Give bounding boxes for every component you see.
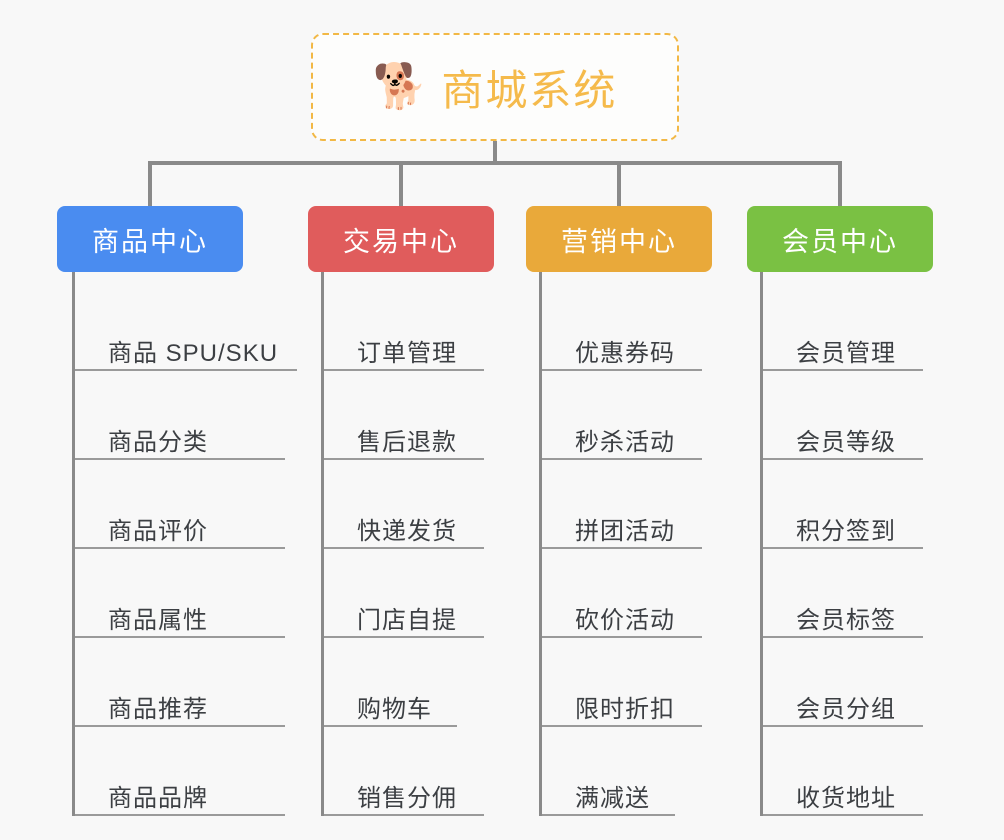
list-item[interactable]: 砍价活动: [542, 549, 726, 638]
leaf-list-0: 商品 SPU/SKU 商品分类 商品评价 商品属性 商品推荐 商品品牌: [72, 272, 297, 816]
shiba-dog-emoji-icon: 🐕: [372, 62, 428, 111]
list-item[interactable]: 商品推荐: [75, 638, 287, 727]
list-item[interactable]: 商品评价: [75, 460, 287, 549]
leaf-label: 会员标签: [796, 606, 896, 634]
list-item[interactable]: 快递发货: [324, 460, 508, 549]
leaf-label: 会员等级: [796, 428, 896, 456]
root-node[interactable]: 🐕 商城系统: [311, 33, 679, 141]
branch-header-2[interactable]: 营销中心: [526, 206, 712, 272]
branch-header-1[interactable]: 交易中心: [308, 206, 494, 272]
leaf-label: 秒杀活动: [575, 428, 675, 456]
leaf-label: 积分签到: [796, 517, 896, 545]
list-item[interactable]: 会员分组: [763, 638, 947, 727]
leaf-label: 商品分类: [108, 428, 208, 456]
leaf-label: 快递发货: [357, 517, 457, 545]
list-item[interactable]: 秒杀活动: [542, 371, 726, 460]
list-item[interactable]: 商品分类: [75, 371, 287, 460]
leaf-label: 商品推荐: [108, 695, 208, 723]
leaf-list-3: 会员管理 会员等级 积分签到 会员标签 会员分组 收货地址: [760, 272, 947, 816]
leaf-label: 订单管理: [357, 339, 457, 367]
branch-product-center: 商品中心 商品 SPU/SKU 商品分类 商品评价 商品属性 商品推荐 商品品牌: [57, 206, 297, 816]
list-item[interactable]: 商品属性: [75, 549, 287, 638]
list-item[interactable]: 门店自提: [324, 549, 508, 638]
leaf-list-1: 订单管理 售后退款 快递发货 门店自提 购物车 销售分佣: [321, 272, 508, 816]
leaf-label: 商品评价: [108, 517, 208, 545]
leaf-label: 门店自提: [357, 606, 457, 634]
branch-trade-center: 交易中心 订单管理 售后退款 快递发货 门店自提 购物车 销售分佣: [308, 206, 508, 816]
connector-drop-branch-2: [617, 161, 621, 206]
list-item[interactable]: 会员管理: [763, 282, 947, 371]
list-item[interactable]: 售后退款: [324, 371, 508, 460]
leaf-label: 销售分佣: [357, 784, 457, 812]
connector-drop-branch-3: [838, 161, 842, 206]
connector-root-stem: [493, 141, 497, 165]
root-title: 商城系统: [441, 66, 618, 114]
leaf-label: 售后退款: [357, 428, 457, 456]
list-item[interactable]: 会员标签: [763, 549, 947, 638]
branch-member-center: 会员中心 会员管理 会员等级 积分签到 会员标签 会员分组 收货地址: [747, 206, 947, 816]
leaf-label: 限时折扣: [575, 695, 675, 723]
branch-header-3[interactable]: 会员中心: [747, 206, 933, 272]
connector-drop-branch-1: [399, 161, 403, 206]
branch-header-0[interactable]: 商品中心: [57, 206, 243, 272]
leaf-label: 会员管理: [796, 339, 896, 367]
list-item[interactable]: 购物车: [324, 638, 508, 727]
list-item[interactable]: 收货地址: [763, 727, 947, 816]
branch-marketing-center: 营销中心 优惠券码 秒杀活动 拼团活动 砍价活动 限时折扣 满减送: [526, 206, 726, 816]
leaf-label: 购物车: [357, 695, 432, 723]
list-item[interactable]: 订单管理: [324, 282, 508, 371]
leaf-label: 拼团活动: [575, 517, 675, 545]
leaf-label: 满减送: [575, 784, 650, 812]
leaf-label: 会员分组: [796, 695, 896, 723]
leaf-label: 砍价活动: [575, 606, 675, 634]
leaf-label: 商品属性: [108, 606, 208, 634]
list-item[interactable]: 销售分佣: [324, 727, 508, 816]
connector-horizontal-bus: [148, 161, 842, 165]
list-item[interactable]: 限时折扣: [542, 638, 726, 727]
list-item[interactable]: 积分签到: [763, 460, 947, 549]
leaf-label: 商品 SPU/SKU: [108, 339, 279, 367]
list-item[interactable]: 商品 SPU/SKU: [75, 282, 297, 371]
list-item[interactable]: 满减送: [542, 727, 726, 816]
list-item[interactable]: 优惠券码: [542, 282, 726, 371]
list-item[interactable]: 会员等级: [763, 371, 947, 460]
list-item[interactable]: 商品品牌: [75, 727, 287, 816]
connector-drop-branch-0: [148, 161, 152, 206]
leaf-label: 优惠券码: [575, 339, 675, 367]
list-item[interactable]: 拼团活动: [542, 460, 726, 549]
leaf-label: 商品品牌: [108, 784, 208, 812]
leaf-label: 收货地址: [796, 784, 896, 812]
leaf-list-2: 优惠券码 秒杀活动 拼团活动 砍价活动 限时折扣 满减送: [539, 272, 726, 816]
